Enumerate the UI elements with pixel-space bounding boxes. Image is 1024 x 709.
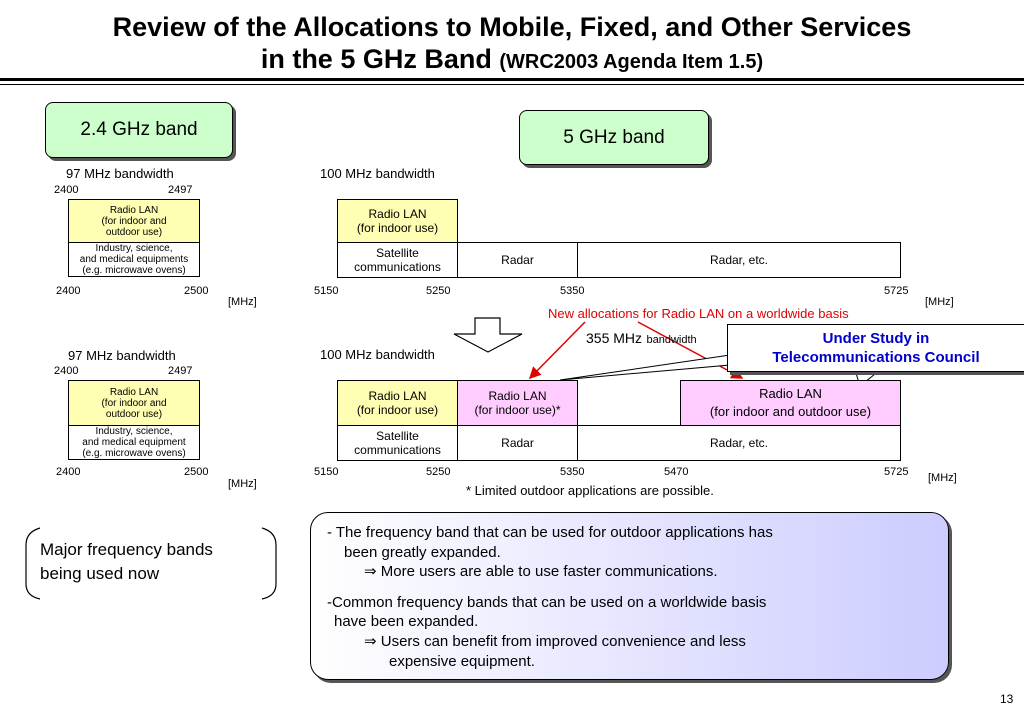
left-bottom-radio-lan: Radio LAN (for indoor and outdoor use)	[68, 380, 200, 426]
title-rule-thin	[0, 84, 1024, 85]
right-top-tick-5150: 5150	[314, 285, 339, 297]
note2-arrow2: expensive equipment.	[389, 653, 535, 670]
note1-line1: - The frequency band that can be used fo…	[327, 524, 773, 541]
title-rule-thick	[0, 78, 1024, 81]
right-bottom-unit: [MHz]	[928, 472, 957, 484]
red-arrow-to-pink	[528, 321, 586, 380]
bandwidth-355-unit: bandwidth	[646, 334, 697, 346]
left-bottom-axis-end: 2500	[184, 466, 209, 478]
right-bottom-tick-5350: 5350	[560, 466, 585, 478]
note2-arrow1: ⇒ Users can benefit from improved conven…	[364, 633, 746, 650]
slide-title-line1: Review of the Allocations to Mobile, Fix…	[112, 12, 912, 42]
title-main: in the 5 GHz Band	[260, 44, 492, 74]
left-top-tick-start: 2400	[54, 184, 79, 196]
bandwidth-355-value: 355 MHz	[586, 330, 643, 346]
right-top-tick-5350: 5350	[560, 285, 585, 297]
major-bands-bracket-right	[261, 527, 277, 600]
bandwidth-355: 355 MHz bandwidth	[586, 330, 697, 348]
band-5-label: 5 GHz band	[519, 110, 709, 165]
under-study-callout: Under Study in Telecommunications Counci…	[727, 324, 1024, 372]
new-allocation-note: New allocations for Radio LAN on a world…	[548, 306, 849, 321]
right-bottom-radar-etc: Radar, etc.	[577, 425, 901, 461]
right-bottom-radar: Radar	[457, 425, 578, 461]
note2-line2: have been expanded.	[334, 613, 479, 630]
major-bands-label: Major frequency bands being used now	[40, 540, 213, 583]
summary-notes-box: - The frequency band that can be used fo…	[310, 512, 949, 680]
left-top-unit: [MHz]	[228, 296, 257, 308]
right-top-radar-etc: Radar, etc.	[577, 242, 901, 278]
left-top-bandwidth: 97 MHz bandwidth	[66, 166, 174, 181]
right-bottom-radio-lan-outdoor: Radio LAN (for indoor and outdoor use)	[680, 380, 901, 426]
right-bottom-satellite: Satellite communications	[337, 425, 458, 461]
left-top-axis-start: 2400	[56, 285, 81, 297]
right-bottom-tick-5250: 5250	[426, 466, 451, 478]
right-bottom-radio-lan-limited: Radio LAN (for indoor use)*	[457, 380, 578, 426]
left-bottom-tick-end: 2497	[168, 365, 193, 377]
title-sub: (WRC2003 Agenda Item 1.5)	[499, 51, 764, 73]
left-top-radio-lan: Radio LAN (for indoor and outdoor use)	[68, 199, 200, 243]
slide-title-line2: in the 5 GHz Band (WRC2003 Agenda Item 1…	[0, 44, 1024, 77]
right-top-tick-5725: 5725	[884, 285, 909, 297]
left-top-axis-end: 2500	[184, 285, 209, 297]
red-arrow-to-outdoor	[637, 321, 744, 379]
band-24-label: 2.4 GHz band	[45, 102, 233, 158]
left-bottom-ism: Industry, science, and medical equipment…	[68, 425, 200, 460]
right-bottom-bandwidth: 100 MHz bandwidth	[320, 347, 435, 362]
left-bottom-unit: [MHz]	[228, 478, 257, 490]
transition-arrow	[453, 317, 523, 353]
right-top-tick-5250: 5250	[426, 285, 451, 297]
note2-line1: -Common frequency bands that can be used…	[327, 594, 767, 611]
right-top-unit: [MHz]	[925, 296, 954, 308]
right-bottom-tick-5725: 5725	[884, 466, 909, 478]
left-top-ism: Industry, science, and medical equipment…	[68, 242, 200, 277]
right-bottom-tick-5470: 5470	[664, 466, 689, 478]
note1-arrow: ⇒ More users are able to use faster comm…	[364, 563, 718, 580]
note1-line2: been greatly expanded.	[344, 544, 501, 561]
left-bottom-bandwidth: 97 MHz bandwidth	[68, 348, 176, 363]
under-study-callout-pointer	[559, 354, 731, 381]
right-top-bandwidth: 100 MHz bandwidth	[320, 166, 435, 181]
limited-outdoor-footnote: * Limited outdoor applications are possi…	[466, 483, 714, 498]
right-bottom-tick-5150: 5150	[314, 466, 339, 478]
major-bands-bracket-left	[25, 527, 41, 600]
left-bottom-tick-start: 2400	[54, 365, 79, 377]
page-number: 13	[1000, 692, 1014, 706]
left-top-tick-end: 2497	[168, 184, 193, 196]
right-top-radio-lan: Radio LAN (for indoor use)	[337, 199, 458, 243]
right-top-satellite: Satellite communications	[337, 242, 458, 278]
left-bottom-axis-start: 2400	[56, 466, 81, 478]
right-bottom-radio-lan: Radio LAN (for indoor use)	[337, 380, 458, 426]
